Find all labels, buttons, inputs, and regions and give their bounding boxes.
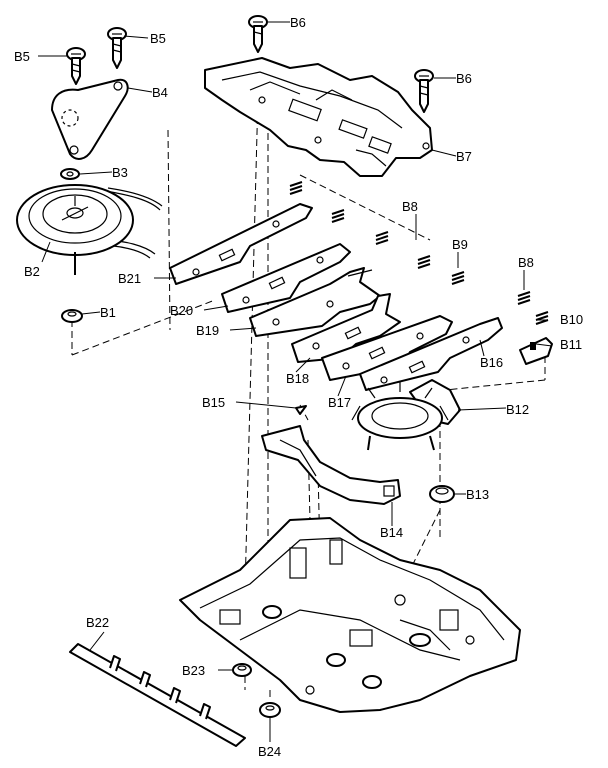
bearing-b1 bbox=[61, 309, 83, 323]
label-b2: B2 bbox=[24, 264, 40, 279]
motor-flywheel-b2 bbox=[16, 184, 163, 275]
label-b8-left: B8 bbox=[402, 199, 418, 214]
pin-b15 bbox=[295, 405, 307, 415]
label-b18: B18 bbox=[286, 371, 309, 386]
label-b21: B21 bbox=[118, 271, 141, 286]
label-b24: B24 bbox=[258, 744, 281, 759]
slide-lever-b16 bbox=[359, 317, 503, 391]
label-b16: B16 bbox=[480, 355, 503, 370]
label-b7: B7 bbox=[456, 149, 472, 164]
comb-strip-b22 bbox=[69, 643, 246, 747]
lever-arm-b14 bbox=[261, 425, 401, 505]
clip-b11 bbox=[519, 337, 553, 365]
label-b8-right: B8 bbox=[518, 255, 534, 270]
screw-b5-right bbox=[107, 27, 127, 69]
label-b5-right: B5 bbox=[150, 31, 166, 46]
foot-b24 bbox=[259, 702, 281, 718]
bushing-b23 bbox=[232, 663, 252, 677]
label-b23: B23 bbox=[182, 663, 205, 678]
label-b13: B13 bbox=[466, 487, 489, 502]
slide-lever-b21 bbox=[169, 203, 313, 285]
reel-gear-b12 bbox=[351, 379, 461, 451]
slide-lever-b17 bbox=[321, 315, 453, 381]
screw-b5-left bbox=[66, 47, 86, 85]
bracket-plate-b4 bbox=[51, 78, 129, 160]
washer-b3 bbox=[60, 168, 80, 180]
label-b6-right: B6 bbox=[456, 71, 472, 86]
top-plate-b7 bbox=[204, 57, 433, 177]
part-labels: B5 B5 B4 B3 B2 B1 B6 B6 B7 B8 B9 B8 B10 … bbox=[14, 15, 583, 759]
label-b15: B15 bbox=[202, 395, 225, 410]
slide-lever-b20 bbox=[221, 243, 351, 313]
label-b1: B1 bbox=[100, 305, 116, 320]
label-b12: B12 bbox=[506, 402, 529, 417]
label-b3: B3 bbox=[112, 165, 128, 180]
label-b17: B17 bbox=[328, 395, 351, 410]
bearing-b13 bbox=[429, 485, 455, 503]
springs bbox=[289, 181, 549, 325]
label-b11: B11 bbox=[560, 337, 582, 352]
screw-b6-right bbox=[414, 69, 434, 113]
leader-lines bbox=[38, 21, 553, 742]
main-chassis bbox=[179, 517, 521, 713]
label-b19: B19 bbox=[196, 323, 219, 338]
label-b6-top: B6 bbox=[290, 15, 306, 30]
screw-b6-top bbox=[248, 15, 268, 53]
label-b10: B10 bbox=[560, 312, 583, 327]
label-b9: B9 bbox=[452, 237, 468, 252]
label-b20: B20 bbox=[170, 303, 193, 318]
label-b4: B4 bbox=[152, 85, 168, 100]
label-b22: B22 bbox=[86, 615, 109, 630]
label-b5-left: B5 bbox=[14, 49, 30, 64]
label-b14: B14 bbox=[380, 525, 403, 540]
